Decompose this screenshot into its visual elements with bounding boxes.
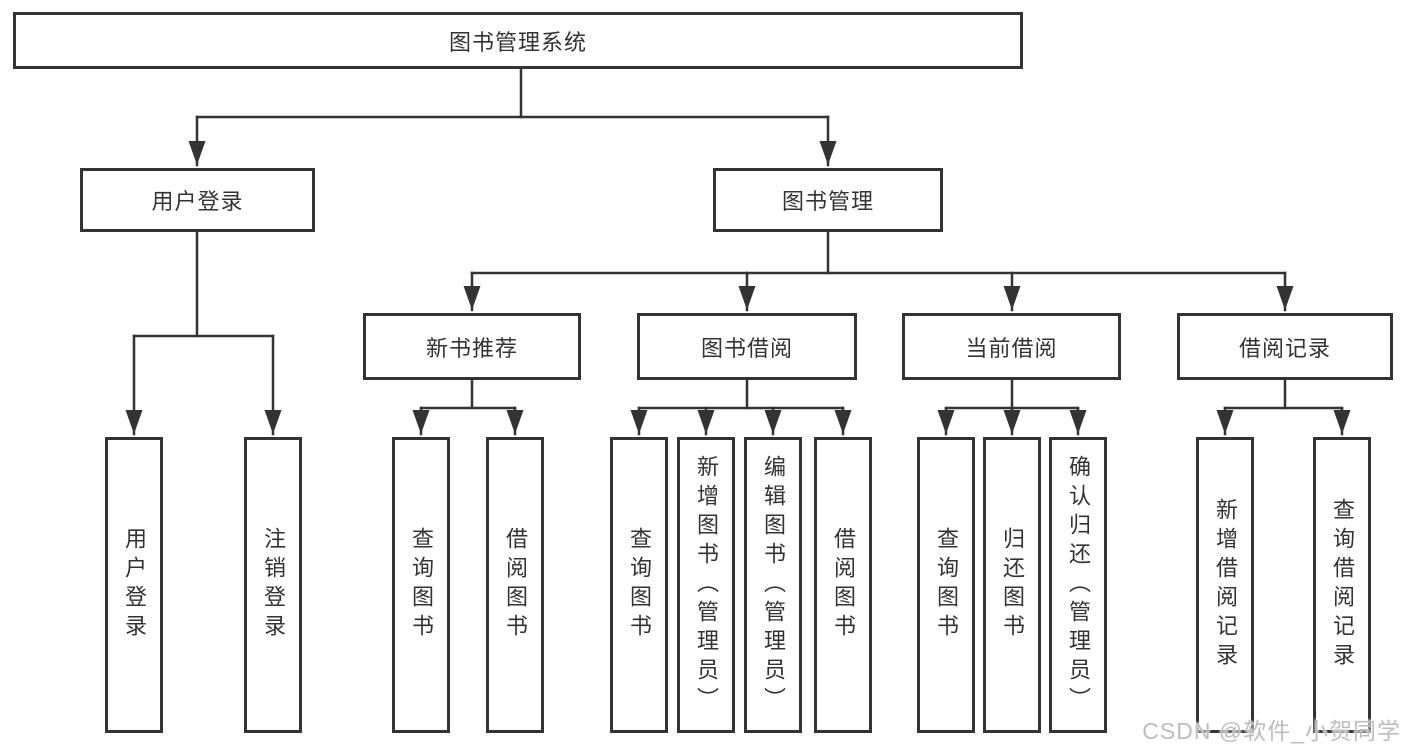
leaf-label: 查询借阅记录 bbox=[1330, 498, 1355, 672]
leaf-label: 用户登录 bbox=[122, 527, 147, 643]
node-user-login: 用户登录 bbox=[80, 168, 315, 232]
csdn-watermark: CSDN @软件_小贺同学 bbox=[1142, 718, 1401, 744]
leaf-borrow-books-recommend: 借阅图书 bbox=[486, 437, 544, 733]
leaf-confirm-return-admin: 确认归还（管理员） bbox=[1049, 437, 1107, 733]
leaf-return-books: 归还图书 bbox=[983, 437, 1041, 733]
leaf-query-books-current: 查询图书 bbox=[917, 437, 975, 733]
leaf-label: 注销登录 bbox=[261, 527, 286, 643]
node-label: 图书借阅 bbox=[700, 335, 793, 361]
leaf-label: 查询图书 bbox=[409, 527, 434, 643]
node-borrow-records: 借阅记录 bbox=[1177, 313, 1393, 380]
leaf-add-borrow-record: 新增借阅记录 bbox=[1196, 437, 1254, 733]
leaf-label: 查询图书 bbox=[934, 527, 959, 643]
leaf-label: 查询图书 bbox=[627, 527, 652, 643]
leaf-add-books-admin: 新增图书（管理员） bbox=[677, 437, 735, 733]
node-book-borrow: 图书借阅 bbox=[637, 313, 857, 380]
node-library-management-system: 图书管理系统 bbox=[13, 12, 1023, 69]
leaf-borrow-books: 借阅图书 bbox=[814, 437, 872, 733]
leaf-label: 归还图书 bbox=[1000, 527, 1025, 643]
node-label: 新书推荐 bbox=[425, 335, 518, 361]
node-book-management: 图书管理 bbox=[713, 168, 943, 232]
node-new-book-recommend: 新书推荐 bbox=[363, 313, 581, 380]
leaf-query-borrow-record: 查询借阅记录 bbox=[1313, 437, 1371, 733]
leaf-user-login: 用户登录 bbox=[105, 437, 163, 733]
leaf-label: 编辑图书（管理员） bbox=[761, 454, 786, 716]
leaf-logout: 注销登录 bbox=[244, 437, 302, 733]
node-label: 当前借阅 bbox=[965, 335, 1058, 361]
node-current-borrow: 当前借阅 bbox=[902, 313, 1121, 380]
leaf-query-books-borrow: 查询图书 bbox=[610, 437, 668, 733]
leaf-label: 新增借阅记录 bbox=[1213, 498, 1238, 672]
leaf-query-books-recommend: 查询图书 bbox=[392, 437, 450, 733]
node-label: 图书管理系统 bbox=[448, 29, 587, 55]
leaf-label: 确认归还（管理员） bbox=[1066, 454, 1091, 716]
leaf-label: 借阅图书 bbox=[831, 527, 856, 643]
leaf-label: 新增图书（管理员） bbox=[694, 454, 719, 716]
node-label: 图书管理 bbox=[781, 189, 874, 214]
node-label: 借阅记录 bbox=[1238, 335, 1331, 361]
leaf-edit-books-admin: 编辑图书（管理员） bbox=[744, 437, 802, 733]
leaf-label: 借阅图书 bbox=[503, 527, 528, 643]
node-label: 用户登录 bbox=[151, 189, 244, 214]
